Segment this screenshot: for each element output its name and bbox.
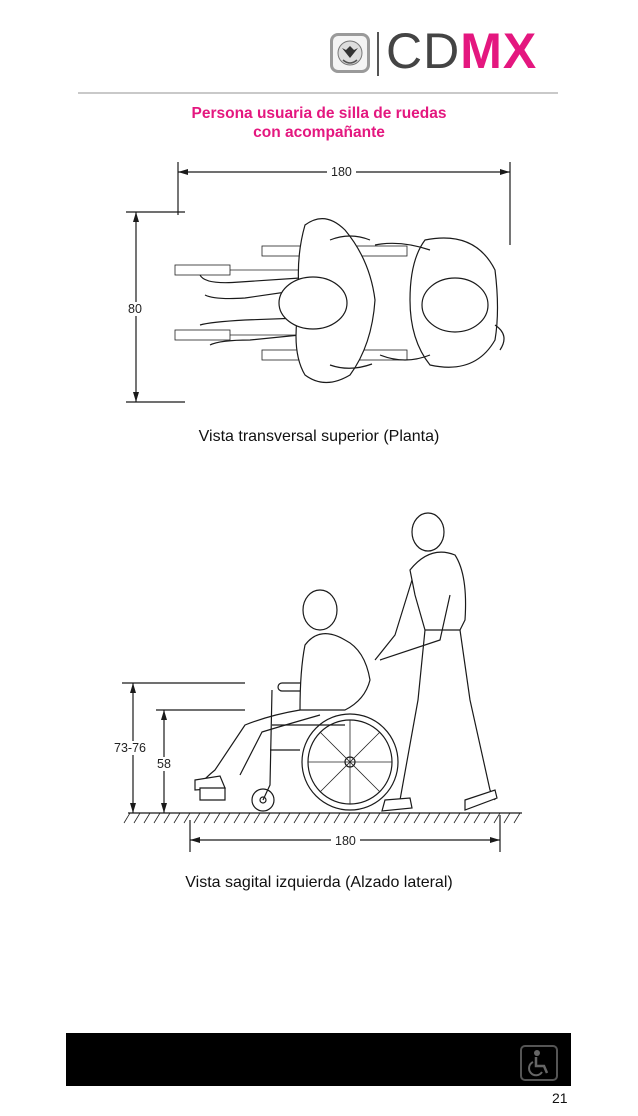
plan-view-drawing	[126, 162, 511, 403]
plan-view-caption: Vista transversal superior (Planta)	[198, 428, 440, 445]
side-total-height-label: 73-76	[110, 741, 150, 755]
side-view-caption: Vista sagital izquierda (Alzado lateral)	[185, 874, 453, 891]
page-number: 21	[552, 1090, 568, 1106]
side-seat-height-label: 58	[153, 757, 175, 771]
header-rule	[78, 92, 558, 94]
plan-width-label: 180	[327, 165, 356, 179]
cdmx-logo: CDMX	[386, 26, 537, 76]
logo-cd: CD	[386, 23, 461, 79]
side-view-drawing	[122, 512, 522, 852]
logo-mx: MX	[460, 23, 538, 79]
logo-separator	[377, 32, 379, 76]
page-title-line1: Persona usuaria de silla de ruedas	[191, 105, 447, 122]
side-length-label: 180	[331, 834, 360, 848]
plan-depth-label: 80	[124, 302, 146, 316]
wheelchair-accessibility-icon	[520, 1045, 558, 1081]
footer-bar	[66, 1033, 571, 1086]
page-title-line2: con acompañante	[253, 124, 385, 141]
cdmx-emblem-icon	[330, 33, 370, 73]
